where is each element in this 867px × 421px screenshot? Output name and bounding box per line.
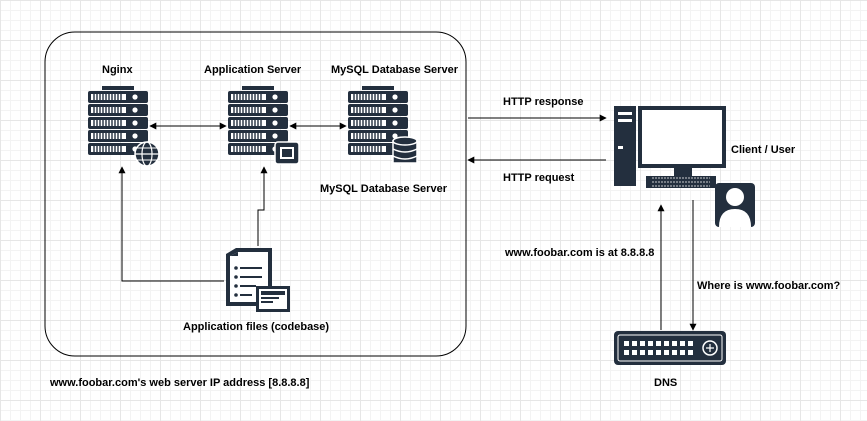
dns-question-label: Where is www.foobar.com? xyxy=(697,280,841,292)
nginx-server-icon[interactable] xyxy=(88,86,160,167)
application-server-icon[interactable] xyxy=(228,86,300,165)
network-switch-icon[interactable] xyxy=(614,331,726,365)
app-server-label: Application Server xyxy=(204,64,302,76)
app-files-label: Application files (codebase) xyxy=(183,321,330,333)
files-to-nginx-arrow xyxy=(118,166,224,282)
database-icon xyxy=(392,136,418,167)
mysql-server-icon[interactable] xyxy=(348,86,418,167)
web-server-ip-label: www.foobar.com's web server IP address [… xyxy=(50,377,310,389)
globe-icon xyxy=(134,141,160,167)
mysql-server-label-bottom: MySQL Database Server xyxy=(320,183,447,195)
client-user-label: Client / User xyxy=(731,144,796,156)
application-files-icon[interactable] xyxy=(226,248,290,312)
dns-answer-label: www.foobar.com is at 8.8.8.8 xyxy=(505,247,655,259)
envelope-icon xyxy=(256,286,290,312)
nginx-label: Nginx xyxy=(102,64,133,76)
http-request-label: HTTP request xyxy=(503,172,575,184)
window-icon xyxy=(274,141,300,165)
computer-icon[interactable] xyxy=(614,106,726,188)
user-icon xyxy=(715,183,755,227)
files-to-app-arrow xyxy=(257,166,268,246)
http-response-label: HTTP response xyxy=(503,96,584,108)
mysql-server-label-top: MySQL Database Server xyxy=(331,64,458,76)
web-server-boundary xyxy=(44,31,467,357)
dns-label: DNS xyxy=(654,377,678,389)
